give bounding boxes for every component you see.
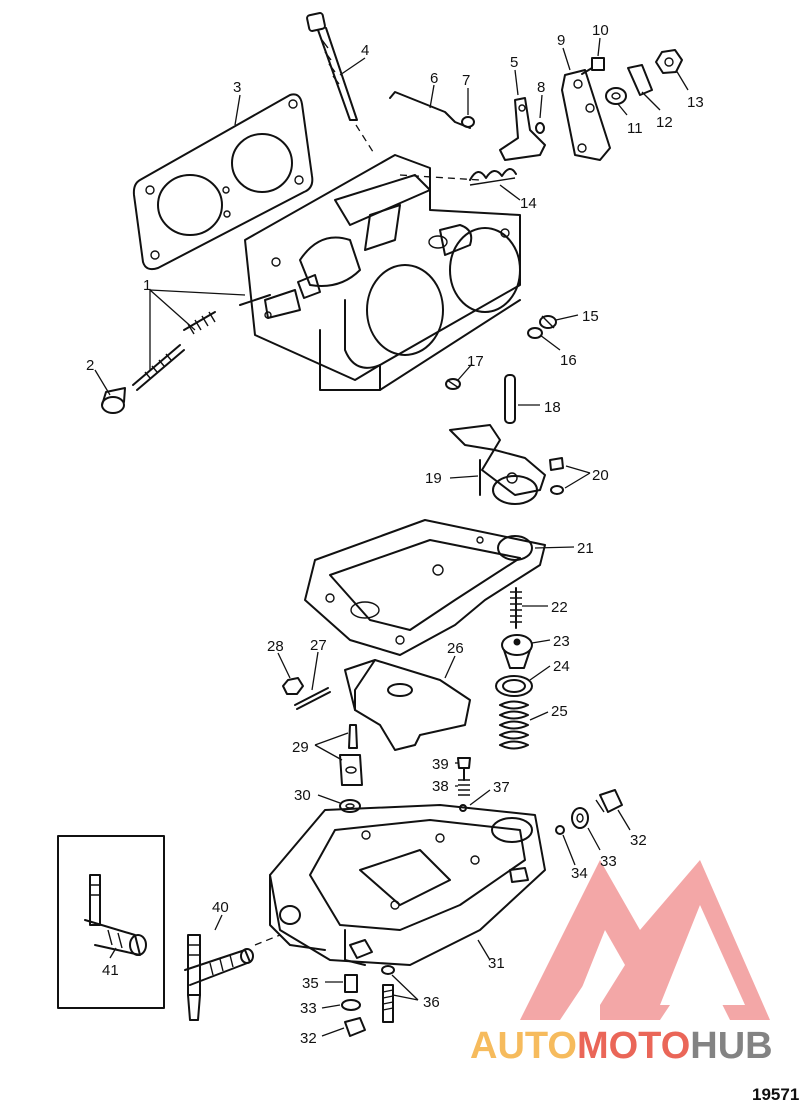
- callout-20: 20: [592, 467, 609, 484]
- callout-31: 31: [488, 955, 505, 972]
- callout-13: 13: [687, 94, 704, 111]
- watermark-hub: HUB: [690, 1025, 772, 1067]
- part-13-nut: [655, 49, 683, 74]
- callout-22: 22: [551, 599, 568, 616]
- watermark-logo: [520, 860, 770, 1020]
- watermark-moto: MOTO: [577, 1025, 690, 1067]
- part-25-spring: [499, 700, 529, 750]
- part-7-clip: [461, 116, 475, 128]
- callout-28: 28: [267, 638, 284, 655]
- callout-16: 16: [560, 352, 577, 369]
- part-17-plug: [445, 378, 461, 390]
- part-38-spring: [458, 779, 470, 796]
- part-8-washer: [535, 122, 545, 134]
- callout-39: 39: [432, 756, 449, 773]
- part-33-gasket-bottom: [341, 999, 361, 1011]
- callout-37: 37: [493, 779, 510, 796]
- callout-18: 18: [544, 399, 561, 416]
- part-14-spring: [469, 168, 517, 186]
- callout-10: 10: [592, 22, 609, 39]
- watermark-logo-shape: [520, 860, 770, 1020]
- callout-27: 27: [310, 637, 327, 654]
- callout-9: 9: [557, 32, 565, 49]
- callout-6: 6: [430, 70, 438, 87]
- svg-text:AUTOMOTOHUB: AUTOMOTOHUB: [470, 1025, 773, 1067]
- part-16-plug: [527, 327, 543, 339]
- callout-40: 40: [212, 899, 229, 916]
- part-33-gasket-right: [571, 807, 589, 829]
- callout-24: 24: [553, 658, 570, 675]
- part-11-washer: [605, 87, 627, 105]
- callout-19: 19: [425, 470, 442, 487]
- part-9-plate: [561, 69, 611, 161]
- callout-8: 8: [537, 79, 545, 96]
- part-23-valve: [501, 634, 533, 669]
- part-4-rod: [306, 12, 376, 156]
- callout-34: 34: [571, 865, 588, 882]
- part-40-fitting: [184, 934, 281, 1021]
- part-36-screws: [381, 965, 395, 1023]
- callout-26: 26: [447, 640, 464, 657]
- part-21-gasket: [304, 519, 546, 656]
- part-27-pin: [294, 687, 331, 710]
- part-15-plug: [539, 315, 557, 329]
- part-28-nut: [282, 677, 304, 695]
- callout-33-right: 33: [600, 853, 617, 870]
- watermark-text: AUTOMOTOHUB: [470, 1025, 773, 1067]
- part-5-lever: [499, 97, 546, 161]
- callout-17: 17: [467, 353, 484, 370]
- callout-41: 41: [102, 962, 119, 979]
- part-2-nut: [101, 387, 126, 414]
- callout-5: 5: [510, 54, 518, 71]
- callout-33-bottom: 33: [300, 1000, 317, 1017]
- callout-36: 36: [423, 994, 440, 1011]
- callout-11: 11: [627, 120, 643, 137]
- part-19-pump-lever: [449, 424, 546, 505]
- callout-32-bottom: 32: [300, 1030, 317, 1047]
- callout-29: 29: [292, 739, 309, 756]
- part-32-plug-right: [595, 789, 623, 813]
- figure-number: 19571: [752, 1085, 799, 1104]
- callout-15: 15: [582, 308, 599, 325]
- part-1-idle-screw: [132, 311, 216, 391]
- part-22-spring: [510, 587, 522, 629]
- callout-30: 30: [294, 787, 311, 804]
- callout-labels: 1 2 3 4 5 6 7 8 9 10 11 12 13 14 15 16 1…: [86, 22, 704, 1047]
- part-39-screw: [457, 757, 471, 781]
- part-6-link: [389, 91, 471, 129]
- part-20-screw: [549, 457, 564, 495]
- part-26-cover: [344, 659, 471, 751]
- callout-21: 21: [577, 540, 594, 557]
- callout-38: 38: [432, 778, 449, 795]
- callout-23: 23: [553, 633, 570, 650]
- part-3-gasket: [132, 93, 314, 271]
- callout-35: 35: [302, 975, 319, 992]
- part-10-screw: [581, 57, 605, 75]
- part-12-clip: [627, 64, 653, 96]
- callout-32-right: 32: [630, 832, 647, 849]
- watermark-auto: AUTO: [470, 1025, 577, 1067]
- callout-25: 25: [551, 703, 568, 720]
- callout-12: 12: [656, 114, 673, 131]
- callout-2: 2: [86, 357, 94, 374]
- part-34-screw: [555, 825, 565, 835]
- callout-3: 3: [233, 79, 241, 96]
- callout-4: 4: [361, 42, 369, 59]
- callout-14: 14: [520, 195, 537, 212]
- part-35-jet: [344, 974, 358, 993]
- part-29-jet: [339, 724, 363, 786]
- part-31-float-bowl: [269, 804, 546, 966]
- part-24-ring: [495, 675, 533, 697]
- callout-1: 1: [143, 277, 151, 294]
- part-32-plug-bottom: [344, 1017, 366, 1037]
- part-41-inset: [57, 835, 165, 1009]
- leader-lines: [94, 37, 689, 1037]
- part-18-pin: [504, 374, 516, 424]
- throttle-body-upper: [239, 154, 521, 391]
- callout-7: 7: [462, 72, 470, 89]
